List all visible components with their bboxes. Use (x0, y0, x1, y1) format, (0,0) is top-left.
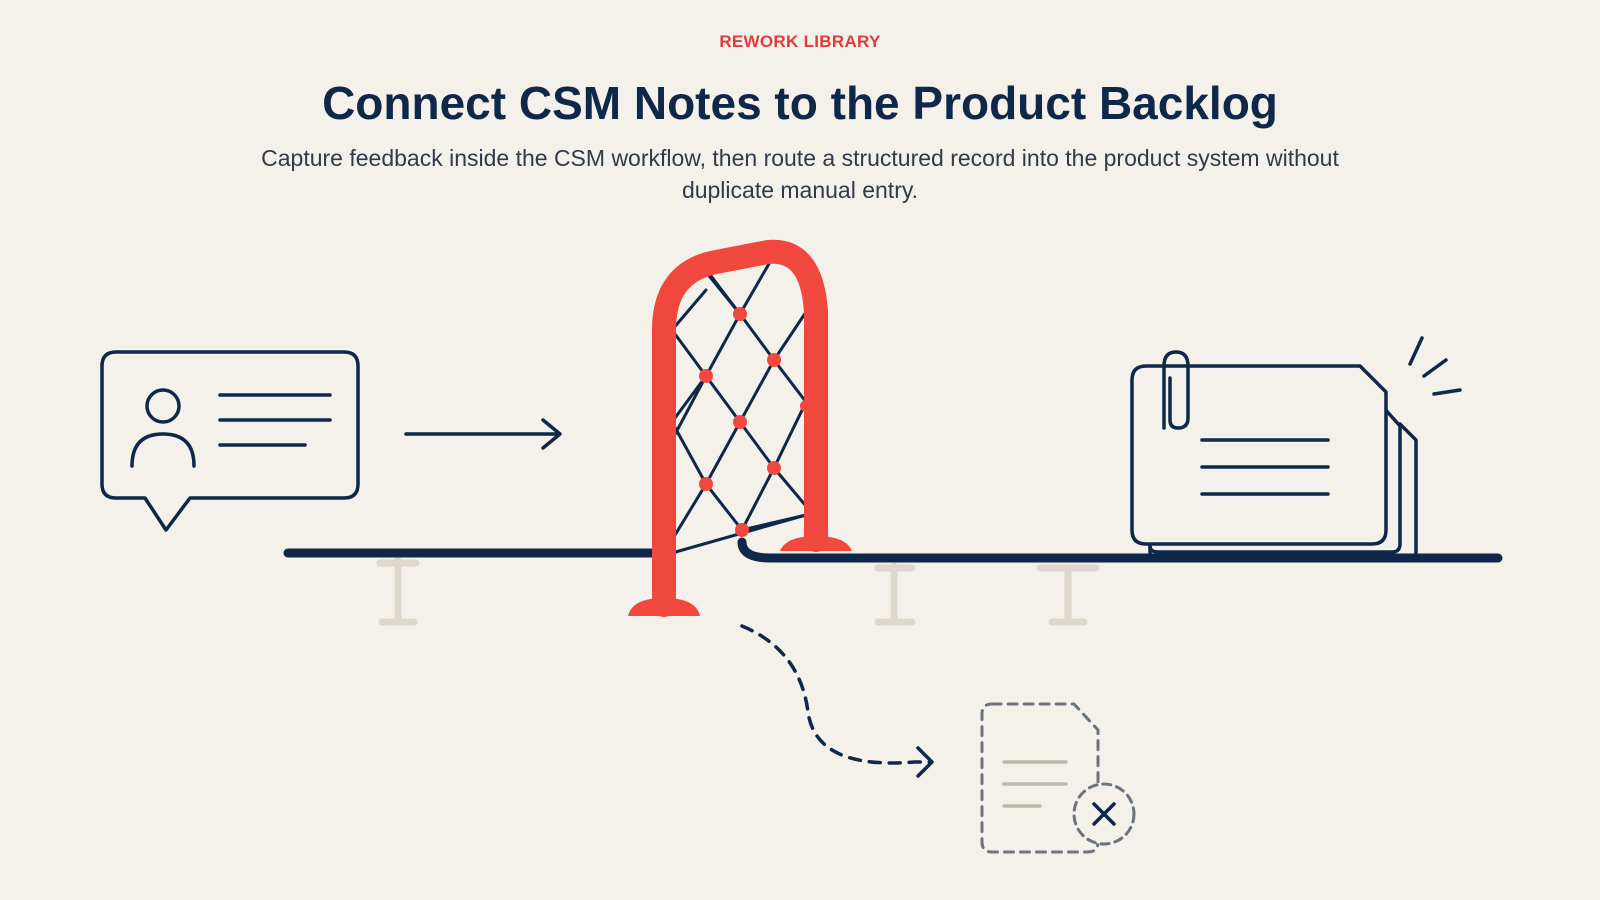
page-title: Connect CSM Notes to the Product Backlog (322, 77, 1278, 129)
eyebrow-label: REWORK LIBRARY (719, 32, 881, 51)
gate-frame (652, 239, 828, 617)
backlog-record-stack-icon (1130, 336, 1462, 562)
dashed-reject-path-icon (740, 624, 934, 778)
page-subtitle: Capture feedback inside the CSM workflow… (261, 145, 1339, 203)
track-supports (376, 556, 1100, 626)
track-right (737, 537, 1503, 563)
gate-net (670, 260, 808, 555)
discarded-document-icon (980, 702, 1100, 854)
gate-right-foot (780, 536, 852, 551)
paperclip-icon (1162, 350, 1190, 430)
user-body-icon (130, 432, 196, 468)
close-x-icon (1072, 782, 1136, 846)
record-card (1130, 364, 1388, 546)
sparkle-icon (1408, 336, 1462, 396)
forward-arrow-icon (404, 418, 562, 450)
csm-note-speech-bubble-icon (100, 350, 360, 532)
gate-left-foot (628, 598, 700, 616)
filter-gate-icon (628, 239, 852, 617)
user-head-icon (145, 388, 181, 424)
